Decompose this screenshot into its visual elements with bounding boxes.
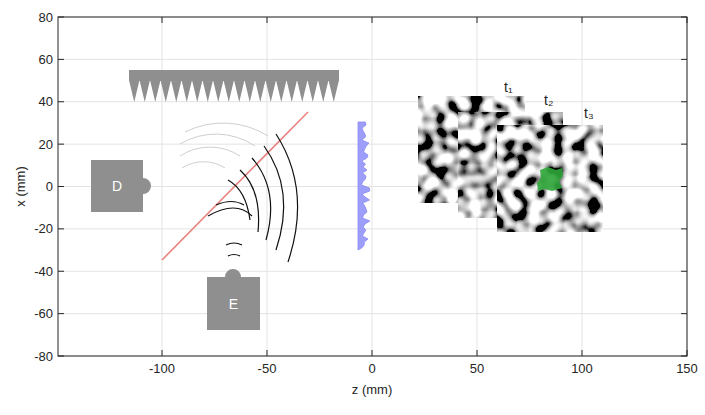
frame-label: t₂ [544,93,553,107]
axis-label: x (mm) [14,166,27,206]
axis-label: z (mm) [352,383,392,396]
tick-label: -50 [258,362,277,375]
probe-block: D [91,160,152,212]
tick-label: -40 [34,265,53,278]
highlight-region [537,167,563,191]
reflected-waves [208,134,298,262]
tick-label: 20 [39,138,53,151]
probe-block: E [207,268,260,330]
interface-line [162,112,308,260]
frame-label: t₁ [504,80,513,94]
tick-label: 80 [39,11,53,24]
tick-label: 50 [470,362,484,375]
tick-label: -60 [34,307,53,320]
tick-label: -100 [149,362,175,375]
tick-label: 0 [368,362,375,375]
speckle-frames [418,96,603,232]
axes-box [58,17,687,356]
frame-label: t₃ [584,106,594,120]
probe-label: E [229,297,238,311]
probe-label: D [112,179,122,193]
tick-label: -80 [34,350,53,363]
tick-label: 60 [39,53,53,66]
tick-label: 100 [571,362,593,375]
tick-label: 40 [39,95,53,108]
grid-lines [58,17,687,356]
tick-label: 0 [46,180,53,193]
tick-label: 150 [676,362,698,375]
axis-ticks [58,17,687,356]
amplitude-profile [358,122,370,250]
tick-label: -20 [34,222,53,235]
transducer-array [129,70,339,102]
